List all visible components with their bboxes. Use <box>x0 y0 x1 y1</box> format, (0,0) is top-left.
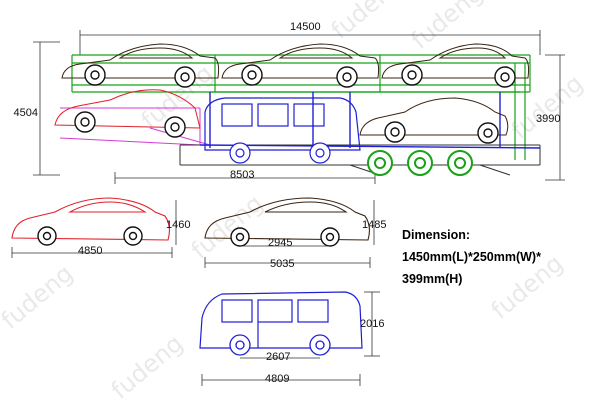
van-wheels-top <box>229 142 331 164</box>
car-a-height: 1460 <box>166 219 190 231</box>
right-height-label: 3990 <box>536 113 560 125</box>
blue-posts <box>199 92 541 149</box>
watermark: fudeng <box>0 259 78 335</box>
dimension-line-2: 399mm(H) <box>402 272 463 286</box>
upper-car-2 <box>221 43 380 79</box>
watermark: fudeng <box>506 69 588 145</box>
car-b-height: 1485 <box>362 219 386 231</box>
car-b-wheelbase: 2945 <box>268 237 292 249</box>
lower-car-rear <box>359 97 509 136</box>
left-height-label: 4504 <box>14 107 38 119</box>
dimension-line-1: 1450mm(L)*250mm(W)* <box>402 250 541 264</box>
watermark: fudeng <box>186 189 268 265</box>
upper-car-1 <box>61 43 220 79</box>
van-height: 2016 <box>360 318 384 330</box>
van-diagram: 2607 4809 2016 <box>199 291 384 386</box>
watermark: fudeng <box>106 329 188 400</box>
car-a-length: 4850 <box>78 245 102 257</box>
upper-deck <box>71 54 531 160</box>
van-length: 4809 <box>265 373 289 385</box>
car-b-diagram: 2945 5035 1485 <box>204 197 386 270</box>
car-a-diagram: 4850 1460 <box>11 197 190 258</box>
carrier-wheels <box>74 64 516 144</box>
car-b-length: 5035 <box>270 258 294 270</box>
upper-car-3 <box>381 43 530 79</box>
watermark: fudeng <box>406 0 488 55</box>
watermark: fudeng <box>326 0 408 45</box>
van-wheelbase: 2607 <box>266 351 290 363</box>
length-label: 14500 <box>290 21 321 33</box>
car-carrier-diagram: 14500 4504 3990 <box>14 21 565 184</box>
lower-car-red <box>54 89 201 129</box>
dimension-title: Dimension: <box>402 228 471 242</box>
dimension-block: Dimension: 1450mm(L)*250mm(W)* 399mm(H) <box>402 224 602 290</box>
lower-van-blue <box>204 97 361 151</box>
trailer-axles <box>367 150 473 176</box>
wheelbase-label: 8503 <box>230 169 254 181</box>
